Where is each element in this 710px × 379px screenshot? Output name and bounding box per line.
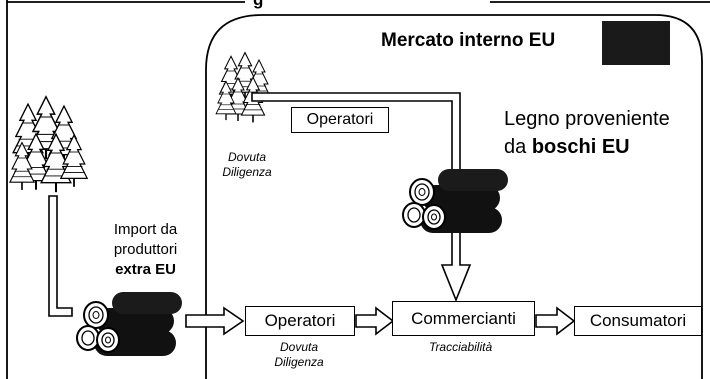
arrow-icon — [185, 306, 245, 336]
forest-icon — [9, 95, 89, 194]
eu-wood-line1: Legno proveniente — [504, 108, 670, 130]
log-pile-icon — [76, 291, 183, 357]
commercianti-box: Commercianti — [392, 301, 535, 336]
import-line2: produttori — [113, 241, 178, 258]
eu-wood-bold: boschi EU — [531, 136, 630, 158]
arrow-icon — [48, 195, 73, 317]
due-diligence-note-top: Dovuta Diligenza — [212, 150, 282, 180]
eu-wood-line2: da boschi EU — [504, 136, 630, 159]
operatori-top-box: Operatori — [291, 107, 389, 133]
forest-icon — [215, 51, 271, 124]
log-pile-icon — [402, 168, 509, 234]
internal-market-label: Mercato interno EU — [381, 30, 556, 51]
import-line1: Import da — [113, 221, 178, 238]
eu-flag-background — [602, 21, 670, 65]
arrow-icon — [355, 306, 395, 336]
eu-wood-prefix: da — [504, 136, 532, 158]
operatori-bottom-box: Operatori — [245, 306, 355, 336]
import-label: Import da produttori extra EU — [88, 220, 203, 280]
import-line3: extra EU — [115, 261, 176, 278]
due-diligence-bottom-line1: Dovuta — [279, 340, 319, 354]
due-diligence-top-line1: Dovuta — [227, 150, 267, 164]
internal-market-region — [205, 14, 703, 379]
due-diligence-top-line2: Diligenza — [222, 165, 272, 179]
consumatori-box: Consumatori — [574, 306, 702, 336]
due-diligence-bottom-line2: Diligenza — [274, 355, 324, 369]
arrow-icon — [535, 306, 576, 336]
traceability-note: Tracciabilità — [429, 340, 493, 354]
title-fragment: g — [253, 0, 263, 10]
due-diligence-note-bottom: Dovuta Diligenza — [254, 340, 344, 370]
